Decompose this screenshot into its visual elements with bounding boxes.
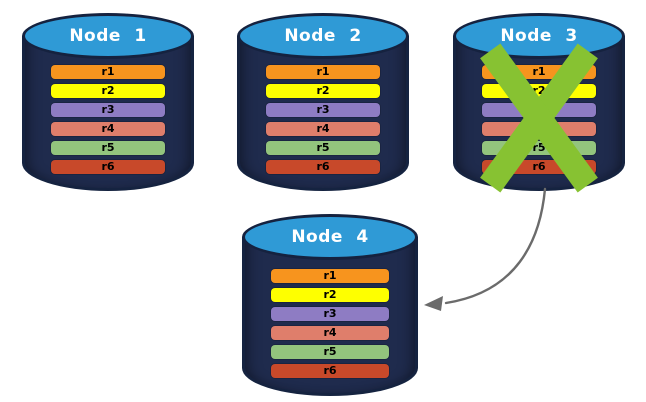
node-3: Node 3 r1 r2 r3 r4 r5 r6 [453, 13, 625, 193]
replica-bar-r1: r1 [51, 65, 165, 79]
replica-bar-r4: r4 [266, 122, 380, 136]
node-4-replica-stack: r1 r2 r3 r4 r5 r6 [271, 269, 389, 383]
node-4: Node 4 r1 r2 r3 r4 r5 r6 [242, 214, 418, 396]
node-4-title: Node 4 [291, 227, 369, 247]
replica-bar-r1: r1 [271, 269, 389, 283]
replica-bar-r2: r2 [51, 84, 165, 98]
replica-bar-r1: r1 [266, 65, 380, 79]
node-3-cylinder-top: Node 3 [453, 13, 625, 59]
node-2-cylinder-top: Node 2 [237, 13, 409, 59]
replica-bar-r4: r4 [271, 326, 389, 340]
node-1-cylinder-top: Node 1 [22, 13, 194, 59]
failure-x-icon [480, 43, 598, 193]
replica-bar-r5: r5 [266, 141, 380, 155]
replica-bar-r2: r2 [266, 84, 380, 98]
replica-bar-r3: r3 [271, 307, 389, 321]
node-3-title: Node 3 [500, 26, 578, 46]
replica-bar-r2: r2 [271, 288, 389, 302]
arrowhead-icon [424, 296, 443, 311]
replica-bar-r5: r5 [271, 345, 389, 359]
node-1-replica-stack: r1 r2 r3 r4 r5 r6 [51, 65, 165, 179]
node-2: Node 2 r1 r2 r3 r4 r5 r6 [237, 13, 409, 191]
node-2-title: Node 2 [284, 26, 362, 46]
node-1-title: Node 1 [69, 26, 147, 46]
replica-bar-r6: r6 [271, 364, 389, 378]
replica-bar-r3: r3 [51, 103, 165, 117]
replica-bar-r5: r5 [51, 141, 165, 155]
replica-bar-r6: r6 [51, 160, 165, 174]
replica-bar-r4: r4 [51, 122, 165, 136]
node-2-replica-stack: r1 r2 r3 r4 r5 r6 [266, 65, 380, 179]
arrow-curve [444, 187, 547, 305]
replica-bar-r3: r3 [266, 103, 380, 117]
node-1: Node 1 r1 r2 r3 r4 r5 r6 [22, 13, 194, 191]
replica-bar-r6: r6 [266, 160, 380, 174]
node-4-cylinder-top: Node 4 [242, 214, 418, 260]
